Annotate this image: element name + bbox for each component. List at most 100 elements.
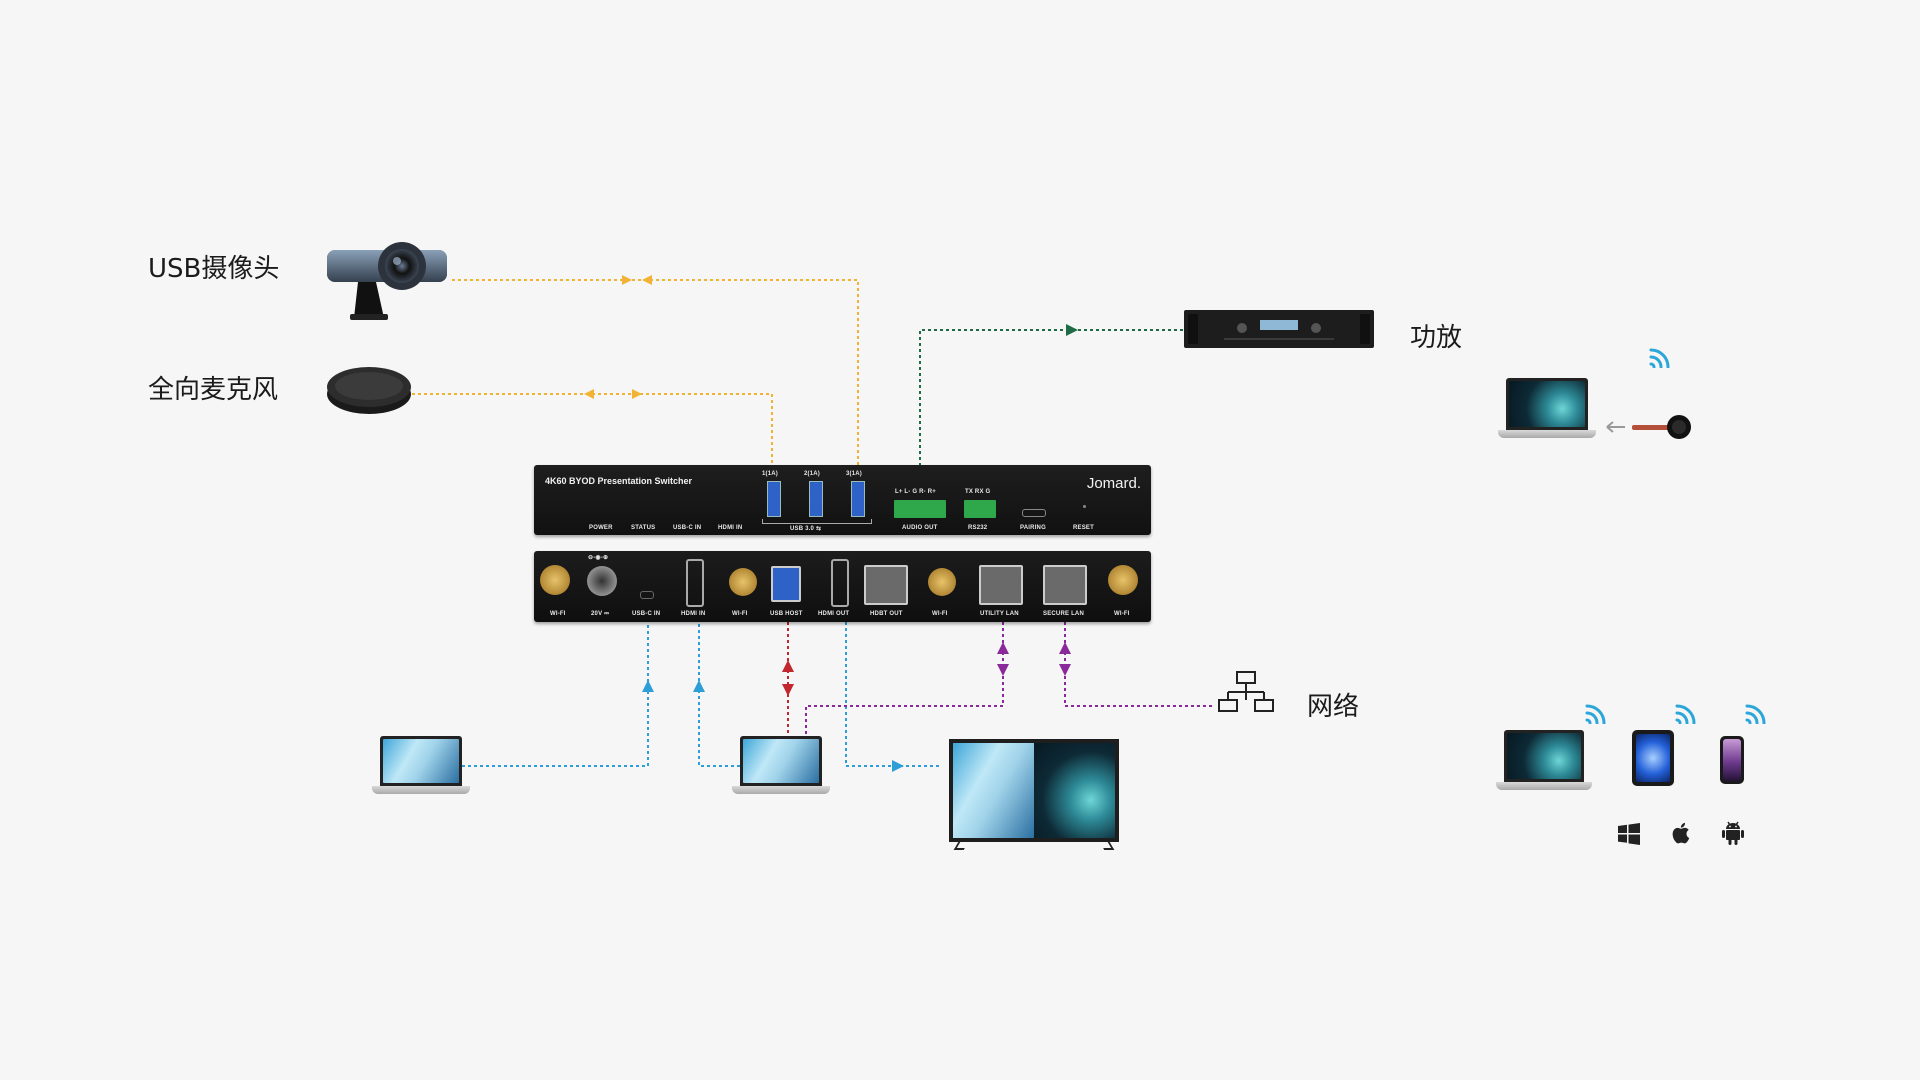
wifi-icon-tablet xyxy=(1675,704,1696,724)
usb-group-label: USB 3.0 ⇆ xyxy=(790,526,822,532)
rear-label-wifi-3: WI-FI xyxy=(932,611,948,617)
secure-lan-arrow-up xyxy=(1059,642,1071,654)
rear-label-usbc: USB-C IN xyxy=(632,611,661,617)
usb-camera-label: USB摄像头 xyxy=(148,254,280,284)
rear-hdmi-in-port[interactable] xyxy=(686,559,704,607)
front-panel: 4K60 BYOD Presentation Switcher Jomard. … xyxy=(534,465,1151,535)
usb-host-arrow-up xyxy=(782,660,794,672)
hdmi-in-arrow xyxy=(693,680,705,692)
windows-icon xyxy=(1618,823,1640,845)
wifi-icon-laptop xyxy=(1585,704,1606,724)
apple-icon xyxy=(1672,822,1690,844)
secure-lan-arrow-down xyxy=(1059,664,1071,676)
wifi-icon-dongle xyxy=(1649,348,1670,368)
rear-label-hdmi-out: HDMI OUT xyxy=(818,611,850,617)
audio-out-label: AUDIO OUT xyxy=(902,525,938,531)
network-icon xyxy=(1218,671,1274,712)
laptop-wireless-dongle xyxy=(1498,378,1596,438)
hdmi-out-arrow xyxy=(892,760,904,772)
camera-arrow-left xyxy=(622,275,632,285)
rear-label-hdbt: HDBT OUT xyxy=(870,611,903,617)
rs232-pins-label: TX RX G xyxy=(965,489,991,495)
front-hdmi-label: HDMI IN xyxy=(718,525,743,531)
wifi-antenna-port-1[interactable] xyxy=(540,565,570,595)
utility-lan-port[interactable] xyxy=(979,565,1023,605)
usb-port-3[interactable] xyxy=(851,481,865,517)
secure-lan-line xyxy=(1064,622,1214,707)
rear-label-wifi-2: WI-FI xyxy=(732,611,748,617)
rs232-terminal[interactable] xyxy=(964,500,996,518)
audio-out-terminal[interactable] xyxy=(894,500,946,518)
network-label: 网络 xyxy=(1307,692,1360,722)
camera-arrow-right xyxy=(642,275,652,285)
rear-usbc-port[interactable] xyxy=(640,591,654,599)
usbc-arrow xyxy=(642,680,654,692)
audio-out-line xyxy=(919,329,1185,496)
rear-hdmi-out-port[interactable] xyxy=(831,559,849,607)
speakerphone-image xyxy=(327,367,411,414)
rear-label-usb-host: USB HOST xyxy=(770,611,803,617)
amp-arrow xyxy=(1066,324,1078,336)
laptop-hdmi-source xyxy=(732,736,830,794)
wifi-antenna-port-4[interactable] xyxy=(1108,565,1138,595)
usb-host-arrow-down xyxy=(782,684,794,696)
rear-label-wifi-1: WI-FI xyxy=(550,611,566,617)
usb-port-1-label: 1(1A) xyxy=(762,471,779,477)
front-panel-title: 4K60 BYOD Presentation Switcher xyxy=(545,476,693,486)
wifi-antenna-port-3[interactable] xyxy=(928,568,956,596)
wireless-dongle-icon xyxy=(1632,415,1691,439)
reset-button[interactable] xyxy=(1083,505,1086,508)
laptop-wireless-byod xyxy=(1496,730,1592,790)
audio-pins-label: L+ L- G R- R+ xyxy=(895,489,936,495)
usb-port-3-label: 3(1A) xyxy=(846,471,863,477)
rear-panel: WI-FI ⊖-◉-⊕ 20V ⎓ USB-C IN HDMI IN WI-FI… xyxy=(534,551,1151,622)
mic-label: 全向麦克风 xyxy=(148,375,279,405)
utility-lan-line xyxy=(805,622,1004,740)
power-label: POWER xyxy=(589,525,613,531)
wifi-antenna-port-2[interactable] xyxy=(729,568,757,596)
rear-label-secure-lan: SECURE LAN xyxy=(1043,611,1085,617)
rear-label-wifi-4: WI-FI xyxy=(1114,611,1130,617)
amplifier-label: 功放 xyxy=(1410,323,1463,353)
reset-label: RESET xyxy=(1073,525,1095,531)
mic-arrow-left xyxy=(584,389,594,399)
rear-label-utility-lan: UTILITY LAN xyxy=(980,611,1019,617)
usb-camera-image xyxy=(327,242,447,320)
usb-port-2-label: 2(1A) xyxy=(804,471,821,477)
rear-label-hdmi-in: HDMI IN xyxy=(681,611,706,617)
android-icon xyxy=(1722,821,1744,845)
secure-lan-port[interactable] xyxy=(1043,565,1087,605)
status-label: STATUS xyxy=(631,525,656,531)
display-left-image xyxy=(953,743,1034,838)
usb-port-2[interactable] xyxy=(809,481,823,517)
dongle-arrow-icon xyxy=(1606,421,1625,433)
amplifier-image xyxy=(1184,310,1374,348)
display-screen xyxy=(949,739,1119,842)
display-right-image xyxy=(1034,743,1115,838)
hdbt-out-port[interactable] xyxy=(864,565,908,605)
pairing-label: PAIRING xyxy=(1020,525,1046,531)
hdmi-in-line xyxy=(698,622,740,767)
tablet-device xyxy=(1632,730,1674,786)
mic-usb-line xyxy=(412,393,773,476)
usb-host-port[interactable] xyxy=(771,566,801,602)
rear-label-power: 20V ⎓ xyxy=(591,611,610,617)
usb-port-1[interactable] xyxy=(767,481,781,517)
usb-group-bracket xyxy=(762,519,872,524)
brand-logo: Jomard. xyxy=(1086,475,1141,492)
rs232-label: RS232 xyxy=(968,525,988,531)
utility-lan-arrow-down xyxy=(997,664,1009,676)
pairing-port[interactable] xyxy=(1022,509,1046,517)
usbc-in-line xyxy=(462,622,649,767)
mic-arrow-right xyxy=(632,389,642,399)
wifi-icon-phone xyxy=(1745,704,1766,724)
hdmi-out-line xyxy=(845,622,940,767)
dc-power-port[interactable] xyxy=(587,566,617,596)
front-usbc-label: USB-C IN xyxy=(673,525,702,531)
phone-device xyxy=(1720,736,1744,784)
laptop-usbc-source xyxy=(372,736,470,794)
camera-usb-line xyxy=(452,279,859,476)
power-polarity-symbol: ⊖-◉-⊕ xyxy=(588,555,609,561)
